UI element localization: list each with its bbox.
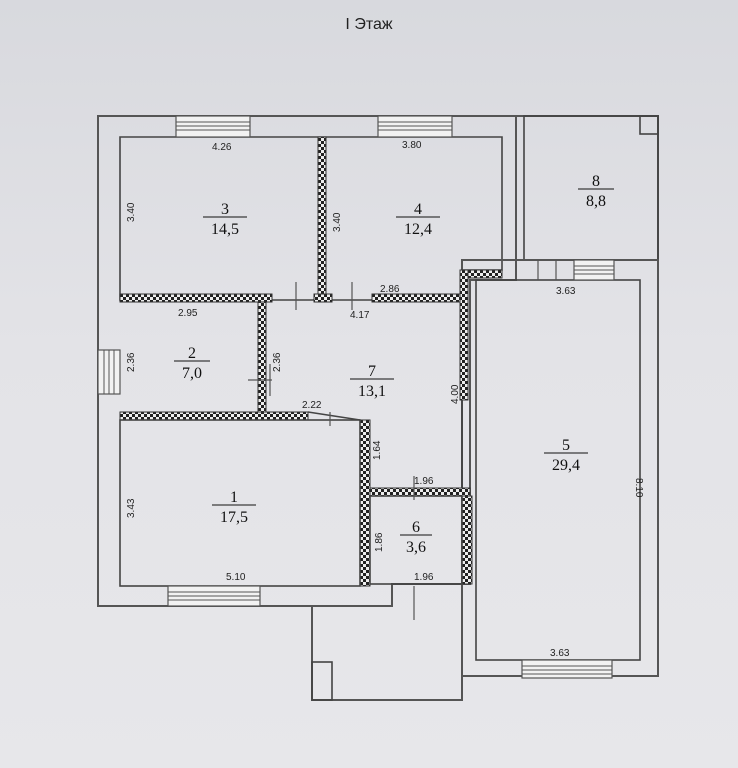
dim-4-00: 4.00 — [450, 384, 461, 404]
room-area-1: 17,5 — [220, 509, 248, 526]
room-area-2: 7,0 — [182, 365, 202, 382]
room-area-8: 8,8 — [586, 193, 606, 210]
room-label-5: 5 29,4 — [544, 437, 588, 474]
room-label-1: 1 17,5 — [212, 489, 256, 526]
dim-1-96-bottom: 1.96 — [414, 572, 434, 583]
dim-1-96-top: 1.96 — [414, 476, 434, 487]
room-number-6: 6 — [412, 519, 420, 536]
door-marks — [248, 260, 557, 620]
wall-7-hall — [307, 411, 361, 421]
dim-5-10: 5.10 — [226, 572, 246, 583]
dim-1-64: 1.64 — [372, 440, 383, 460]
room-number-8: 8 — [592, 173, 600, 190]
room-area-6: 3,6 — [406, 539, 426, 556]
window-room-3 — [175, 115, 251, 138]
wall-3-4 — [317, 136, 327, 303]
dim-3-63-top: 3.63 — [556, 286, 576, 297]
floor-title: I Этаж — [345, 16, 393, 33]
wall-7-5 — [459, 269, 469, 401]
room-label-2: 2 7,0 — [174, 345, 210, 382]
wall-6-top — [369, 487, 471, 497]
dim-4-26: 4.26 — [212, 142, 232, 153]
room-8-wall — [515, 115, 659, 261]
room-8-inner — [523, 115, 659, 261]
room-area-5: 29,4 — [552, 457, 580, 474]
room-label-4: 4 12,4 — [396, 201, 440, 238]
dim-8-10: 8.10 — [633, 478, 644, 498]
dim-2-22: 2.22 — [302, 400, 322, 411]
room-number-3: 3 — [221, 201, 229, 218]
room-number-4: 4 — [414, 201, 422, 218]
room-1-inner — [119, 419, 361, 587]
dim-2-36-mid: 2.36 — [272, 352, 283, 372]
room-label-3: 3 14,5 — [203, 201, 247, 238]
dim-3-43: 3.43 — [126, 498, 137, 518]
porch-outline — [311, 606, 463, 701]
dim-3-40-left: 3.40 — [126, 202, 137, 222]
dim-3-40-mid: 3.40 — [332, 212, 343, 232]
room-area-7: 13,1 — [358, 383, 386, 400]
room-area-4: 12,4 — [404, 221, 432, 238]
inner-wall-outline — [119, 136, 503, 301]
room-label-6: 6 3,6 — [400, 519, 432, 556]
window-room-5-bottom — [521, 659, 613, 679]
wall-2-1 — [119, 411, 309, 421]
room-area-3: 14,5 — [211, 221, 239, 238]
dim-1-86: 1.86 — [374, 532, 385, 552]
dim-2-95: 2.95 — [178, 308, 198, 319]
porch-step — [311, 661, 333, 701]
room-number-2: 2 — [188, 345, 196, 362]
wall-4-7-left — [313, 293, 333, 303]
room-label-7: 7 13,1 — [350, 363, 394, 400]
wall-2-7 — [257, 301, 267, 413]
room-label-8: 8 8,8 — [578, 173, 614, 210]
window-room-4 — [377, 115, 453, 138]
room-number-5: 5 — [562, 437, 570, 454]
wall-3-2 — [119, 293, 273, 303]
room-6-inner — [369, 495, 463, 585]
dim-2-86: 2.86 — [380, 284, 400, 295]
outer-wall — [97, 115, 517, 607]
dim-3-63-bottom: 3.63 — [550, 648, 570, 659]
window-room-1 — [167, 585, 261, 607]
dim-3-80: 3.80 — [402, 140, 422, 151]
wall-6-right — [461, 495, 473, 585]
window-room-2 — [97, 349, 121, 395]
room-number-7: 7 — [368, 363, 376, 380]
dim-4-17: 4.17 — [350, 310, 370, 321]
dim-2-36-left: 2.36 — [126, 352, 137, 372]
room-8-corner — [639, 115, 659, 135]
wall-1-7 — [359, 419, 371, 587]
window-room-5-top — [573, 259, 615, 281]
room-number-1: 1 — [230, 489, 238, 506]
wall-4-7-right — [371, 293, 467, 303]
